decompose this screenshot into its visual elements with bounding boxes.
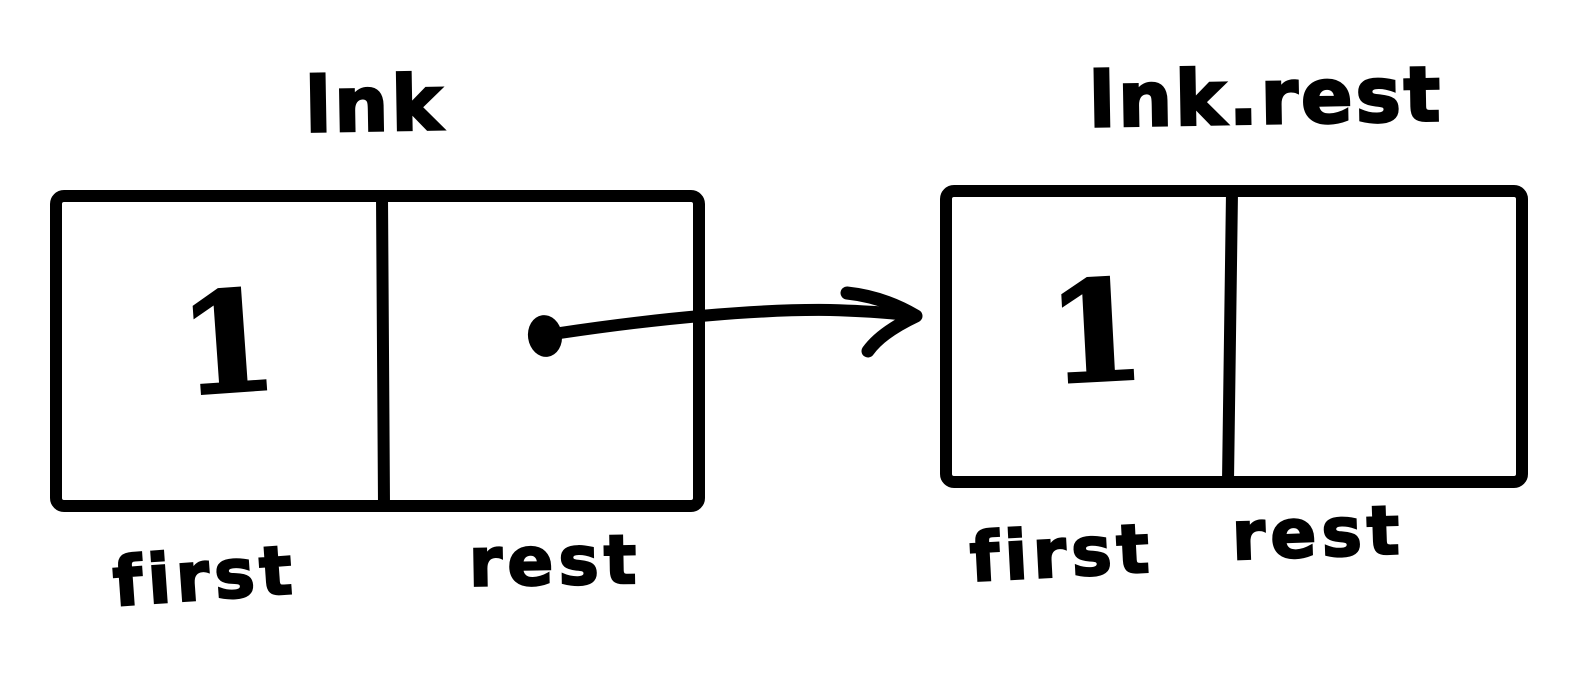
- lnk-rest-node-divider: [1222, 186, 1238, 487]
- pointer-arrowhead-icon: [840, 286, 923, 358]
- lnk-rest-first-cell-label: first: [967, 509, 1157, 600]
- pointer-dot: [527, 315, 563, 357]
- lnk-rest-cell-label: rest: [467, 520, 643, 604]
- pointer-arrow-shaft: [554, 303, 918, 339]
- lnk-first-cell-value: 1: [173, 257, 283, 429]
- lnk-node-divider: [376, 191, 390, 511]
- lnk-first-cell-label: first: [109, 530, 300, 624]
- lnk-node-title: lnk: [303, 57, 447, 151]
- lnk-rest-first-cell-value: 1: [1042, 247, 1149, 418]
- lnk-rest-node-title: lnk.rest: [1087, 48, 1445, 146]
- lnk-rest-rest-cell-label: rest: [1229, 491, 1406, 578]
